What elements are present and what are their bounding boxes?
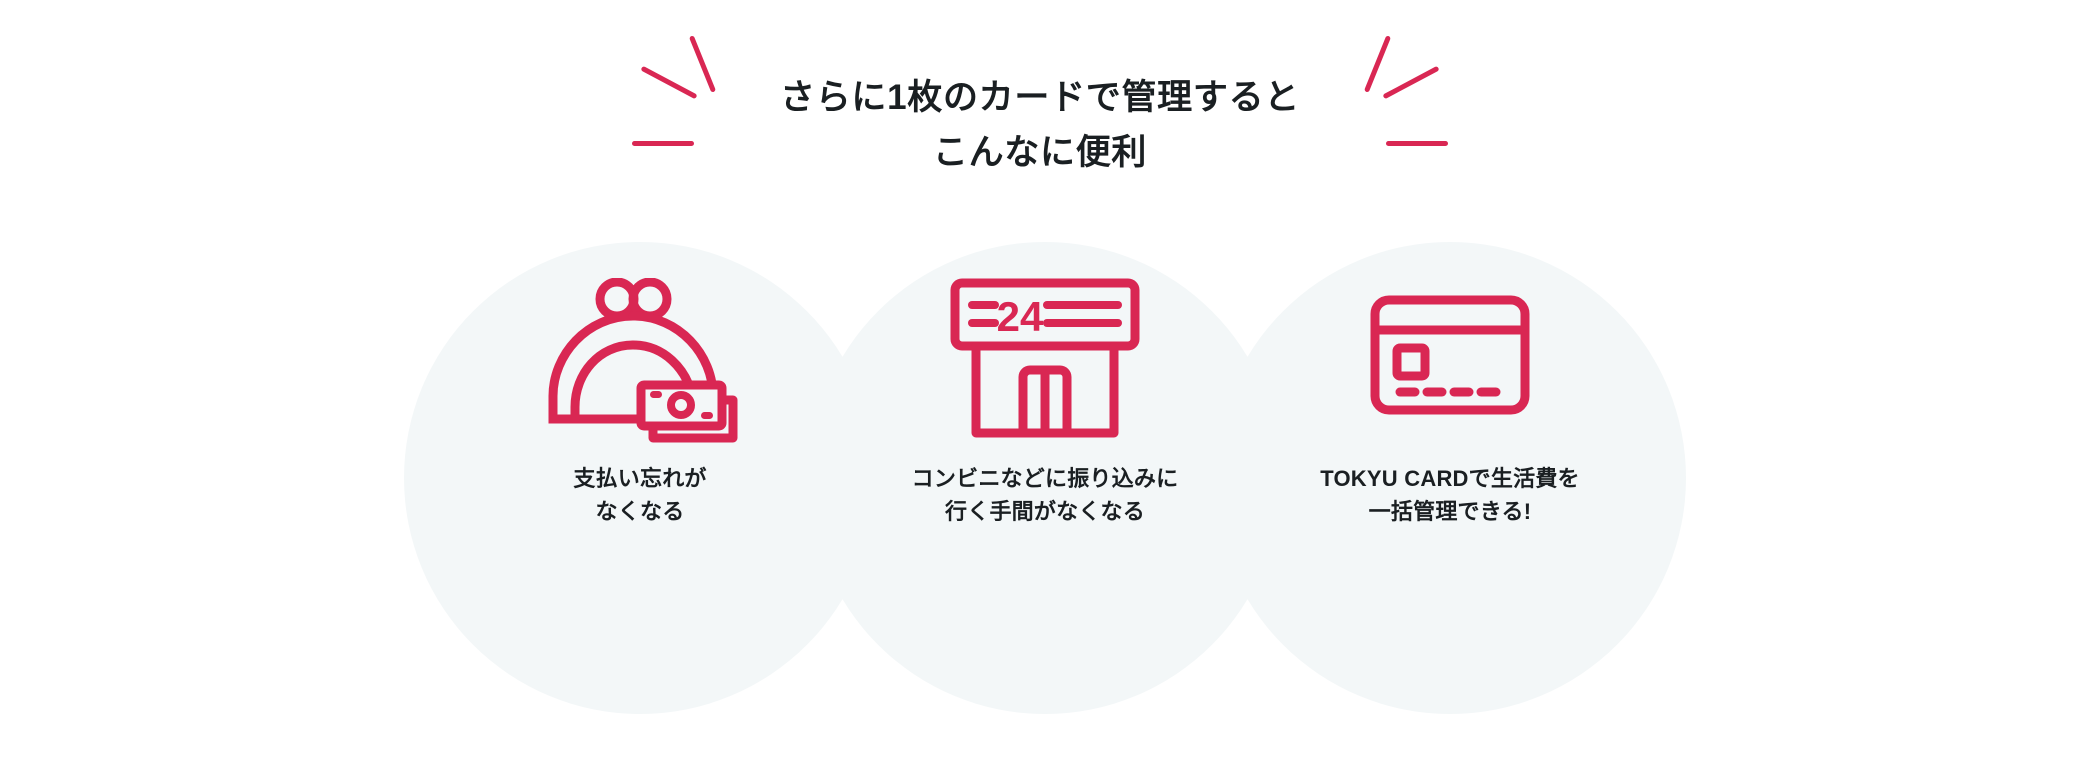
heading-section: さらに1枚のカードで管理すると こんなに便利 [0, 0, 2080, 190]
feature-label-2: コンビニなどに振り込みに 行く手間がなくなる [911, 466, 1179, 524]
wallet-cash-icon [540, 270, 740, 450]
feature-circle-background-1 [404, 242, 876, 714]
page-title: さらに1枚のカードで管理すると こんなに便利 [780, 78, 1300, 172]
feature-item-convenience-store: 24 コンビニなどに振り込みに 行く手間がなくなる [809, 242, 1281, 714]
store-sign-text: 24 [997, 293, 1044, 340]
feature-item-credit-card: TOKYU CARDで生活費を 一括管理できる! [1214, 242, 1686, 714]
convenience-store-icon: 24 [950, 270, 1140, 450]
credit-card-icon [1370, 270, 1530, 450]
feature-label-1: 支払い忘れが なくなる [573, 466, 707, 524]
feature-item-payment-reminder: 支払い忘れが なくなる [404, 242, 876, 714]
decoration-right-horizontal [1386, 141, 1448, 146]
feature-label-3: TOKYU CARDで生活費を 一括管理できる! [1320, 466, 1580, 524]
decoration-left-horizontal [632, 141, 694, 146]
feature-circle-background-3 [1214, 242, 1686, 714]
